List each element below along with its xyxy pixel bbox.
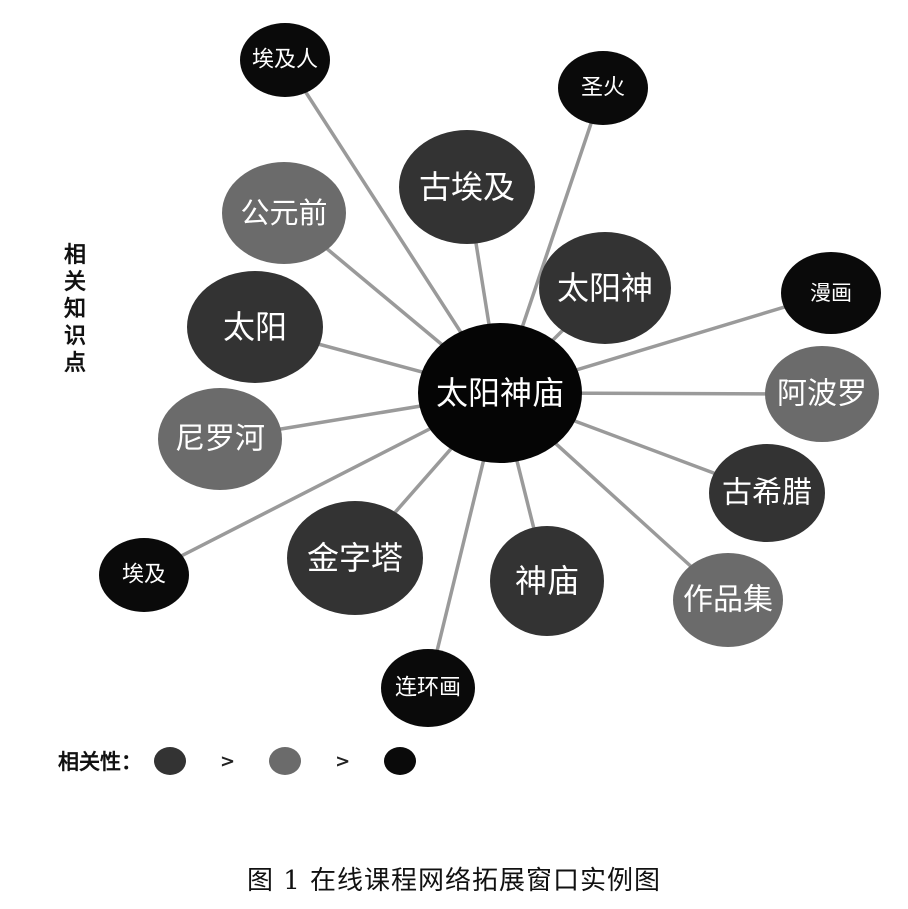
node-n10[interactable]: 古希腊 (709, 444, 825, 542)
node-n11-label: 埃及 (122, 563, 166, 588)
legend-dot-medium (269, 747, 302, 775)
node-n8[interactable]: 阿波罗 (765, 346, 879, 442)
node-n11[interactable]: 埃及 (99, 538, 189, 612)
node-n13-label: 神庙 (515, 562, 579, 600)
node-n15-bubble (381, 649, 475, 727)
node-n12-bubble (287, 501, 423, 615)
node-n3-label: 古埃及 (419, 168, 515, 206)
node-n6-label: 漫画 (810, 281, 852, 305)
node-n6-bubble (781, 252, 881, 334)
center-node-label: 太阳神庙 (436, 374, 564, 412)
graph-nodes: 埃及人圣火古埃及公元前太阳神 漫画太阳阿波罗尼罗河古希腊埃及 金字塔神庙作品集连环画… (99, 23, 881, 727)
legend-dot-low (384, 747, 417, 775)
node-n13[interactable]: 神庙 (490, 526, 604, 636)
node-n7-bubble (187, 271, 323, 383)
side-label-related-knowledge: 相关知识点 (63, 243, 86, 376)
node-n15[interactable]: 连环画 (381, 649, 475, 727)
node-n5[interactable]: 太阳神 (539, 232, 671, 344)
legend-separator: > (335, 750, 351, 772)
legend-dot-high (154, 747, 186, 775)
center-node[interactable]: 太阳神庙 (418, 323, 582, 463)
node-n8-bubble (765, 346, 879, 442)
node-n4-label: 公元前 (240, 196, 327, 230)
node-n7-label: 太阳 (223, 308, 287, 346)
legend-title: 相关性： (58, 750, 142, 774)
node-n12[interactable]: 金字塔 (287, 501, 423, 615)
center-node-bubble (418, 323, 582, 463)
node-n14-label: 作品集 (683, 583, 773, 618)
node-n14-bubble (673, 553, 783, 647)
node-n12-label: 金字塔 (307, 539, 403, 577)
node-n2-bubble (558, 51, 648, 125)
node-n9-label: 尼罗河 (175, 422, 265, 457)
node-n5-label: 太阳神 (557, 269, 653, 307)
node-n11-bubble (99, 538, 189, 612)
node-n1[interactable]: 埃及人 (240, 23, 330, 97)
node-n8-label: 阿波罗 (777, 377, 867, 412)
node-n5-bubble (539, 232, 671, 344)
node-n9[interactable]: 尼罗河 (158, 388, 282, 490)
node-n3[interactable]: 古埃及 (399, 130, 535, 244)
node-n1-label: 埃及人 (252, 48, 318, 73)
node-n2[interactable]: 圣火 (558, 51, 648, 125)
node-n4[interactable]: 公元前 (222, 162, 346, 264)
node-n1-bubble (240, 23, 330, 97)
node-n13-bubble (490, 526, 604, 636)
node-n14[interactable]: 作品集 (673, 553, 783, 647)
figure-caption: 图 1 在线课程网络拓展窗口实例图 (246, 866, 662, 896)
node-n10-label: 古希腊 (722, 476, 812, 511)
node-n6[interactable]: 漫画 (781, 252, 881, 334)
node-n3-bubble (399, 130, 535, 244)
node-n2-label: 圣火 (581, 76, 625, 101)
node-n4-bubble (222, 162, 346, 264)
node-n7[interactable]: 太阳 (187, 271, 323, 383)
relevance-legend: 相关性： > > (58, 745, 417, 777)
node-n10-bubble (709, 444, 825, 542)
legend-separator: > (220, 750, 236, 772)
node-n9-bubble (158, 388, 282, 490)
node-n15-label: 连环画 (395, 676, 461, 701)
